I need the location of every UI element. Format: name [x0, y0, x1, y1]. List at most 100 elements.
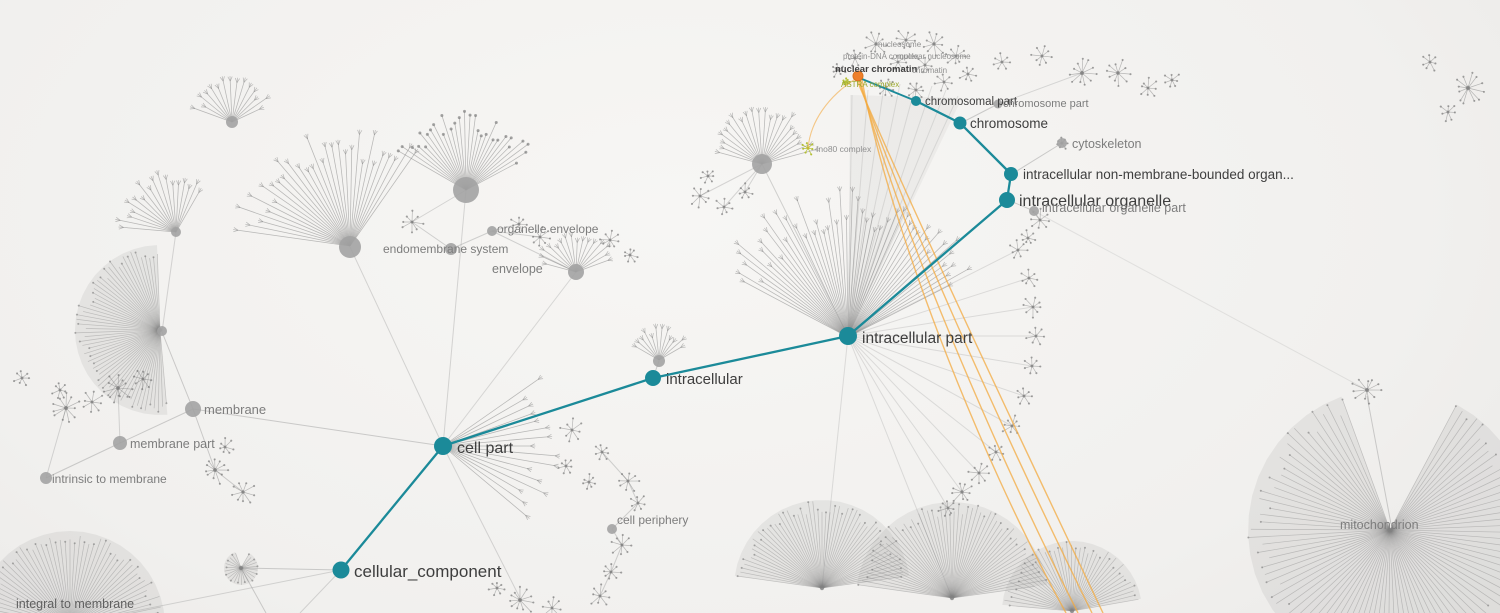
- term-node[interactable]: [1057, 138, 1067, 148]
- term-cluster[interactable]: [856, 502, 1048, 601]
- term-cluster[interactable]: [599, 229, 620, 248]
- term-cluster[interactable]: [895, 30, 917, 49]
- term-cluster[interactable]: [231, 482, 256, 504]
- term-cluster[interactable]: [1422, 54, 1437, 72]
- term-cluster[interactable]: [1020, 229, 1037, 244]
- term-cluster[interactable]: [102, 373, 134, 404]
- node-chromosomal-part[interactable]: [911, 96, 921, 106]
- term-cluster[interactable]: [557, 459, 573, 475]
- term-cluster[interactable]: [52, 391, 81, 423]
- term-cluster[interactable]: [846, 49, 862, 67]
- term-cluster[interactable]: [594, 444, 610, 461]
- term-cluster[interactable]: [1163, 73, 1180, 88]
- term-node[interactable]: [445, 243, 457, 255]
- term-cluster[interactable]: [510, 216, 528, 233]
- term-cluster[interactable]: [74, 245, 168, 415]
- term-cluster[interactable]: [933, 73, 953, 92]
- term-cluster[interactable]: [1023, 356, 1042, 375]
- term-cluster[interactable]: [1001, 414, 1021, 435]
- term-cluster[interactable]: [132, 369, 153, 391]
- term-cluster[interactable]: [733, 186, 973, 338]
- term-cluster[interactable]: [205, 458, 230, 485]
- term-cluster[interactable]: [610, 533, 633, 556]
- term-node[interactable]: [226, 116, 238, 128]
- term-cluster[interactable]: [715, 197, 734, 216]
- term-node[interactable]: [40, 472, 52, 484]
- term-cluster[interactable]: [690, 187, 710, 209]
- term-cluster[interactable]: [992, 52, 1012, 70]
- term-cluster[interactable]: [1016, 387, 1034, 405]
- term-node[interactable]: [653, 355, 665, 367]
- term-node[interactable]: [993, 99, 1003, 109]
- term-cluster[interactable]: [1439, 104, 1456, 123]
- term-cluster[interactable]: [937, 500, 955, 517]
- term-cluster[interactable]: [1068, 57, 1098, 86]
- term-cluster[interactable]: [13, 370, 31, 387]
- term-cluster[interactable]: [699, 170, 715, 184]
- term-cluster[interactable]: [1030, 207, 1051, 229]
- term-cluster[interactable]: [115, 170, 204, 233]
- term-cluster[interactable]: [1140, 76, 1158, 97]
- term-cluster[interactable]: [590, 583, 611, 606]
- term-cluster[interactable]: [714, 106, 820, 165]
- term-cluster[interactable]: [1351, 378, 1383, 405]
- term-cluster[interactable]: [442, 374, 561, 521]
- term-cluster[interactable]: [82, 390, 104, 413]
- term-cluster[interactable]: [988, 444, 1005, 461]
- term-cluster[interactable]: [958, 66, 978, 82]
- node-cell-part[interactable]: [434, 437, 452, 455]
- term-node[interactable]: [185, 401, 201, 417]
- term-cluster[interactable]: [967, 462, 990, 485]
- term-cluster[interactable]: [1022, 296, 1042, 319]
- term-node[interactable]: [752, 154, 772, 174]
- term-cluster[interactable]: [224, 552, 259, 585]
- term-node[interactable]: [568, 264, 584, 280]
- node-chromosome[interactable]: [953, 116, 967, 130]
- node-intracellular-part[interactable]: [839, 327, 857, 345]
- term-cluster[interactable]: [401, 209, 425, 234]
- node-nuclear-chromatin-selected[interactable]: [852, 70, 864, 82]
- term-cluster[interactable]: [734, 500, 910, 591]
- term-cluster[interactable]: [1105, 58, 1132, 88]
- node-cellular-component[interactable]: [332, 561, 350, 579]
- term-cluster[interactable]: [1009, 239, 1029, 259]
- term-node[interactable]: [171, 227, 181, 237]
- term-node[interactable]: [1029, 206, 1039, 216]
- term-cluster[interactable]: [907, 82, 925, 100]
- term-cluster[interactable]: [487, 581, 506, 597]
- term-cluster[interactable]: [189, 76, 271, 123]
- term-cluster[interactable]: [738, 182, 754, 199]
- term-cluster[interactable]: [541, 596, 562, 613]
- term-cluster[interactable]: [1247, 396, 1500, 613]
- term-cluster[interactable]: [233, 129, 420, 247]
- term-cluster[interactable]: [631, 323, 687, 361]
- term-cluster[interactable]: [618, 472, 641, 492]
- term-cluster[interactable]: [1020, 268, 1039, 288]
- term-node[interactable]: [607, 524, 617, 534]
- term-cluster[interactable]: [509, 585, 535, 613]
- node-intracellular-organelle[interactable]: [999, 192, 1015, 208]
- term-cluster[interactable]: [603, 563, 623, 580]
- term-cluster[interactable]: [1025, 326, 1046, 346]
- term-cluster[interactable]: [629, 495, 646, 512]
- node-intracellular-non-membrane-bounded-organ[interactable]: [1004, 167, 1018, 181]
- term-cluster[interactable]: [51, 382, 67, 400]
- term-cluster[interactable]: [219, 437, 235, 454]
- term-cluster[interactable]: [917, 56, 933, 74]
- term-cluster[interactable]: [922, 31, 944, 57]
- term-node[interactable]: [113, 436, 127, 450]
- term-cluster[interactable]: [1456, 71, 1485, 105]
- term-cluster[interactable]: [582, 472, 597, 490]
- term-cluster[interactable]: [559, 417, 583, 443]
- term-node[interactable]: [453, 177, 479, 203]
- term-node[interactable]: [487, 226, 497, 236]
- term-cluster[interactable]: [623, 248, 639, 263]
- term-cluster[interactable]: [864, 31, 889, 53]
- term-cluster[interactable]: [531, 226, 552, 247]
- term-cluster[interactable]: [944, 44, 967, 65]
- term-cluster[interactable]: [0, 531, 165, 613]
- term-cluster[interactable]: [951, 482, 973, 503]
- term-node[interactable]: [157, 326, 167, 336]
